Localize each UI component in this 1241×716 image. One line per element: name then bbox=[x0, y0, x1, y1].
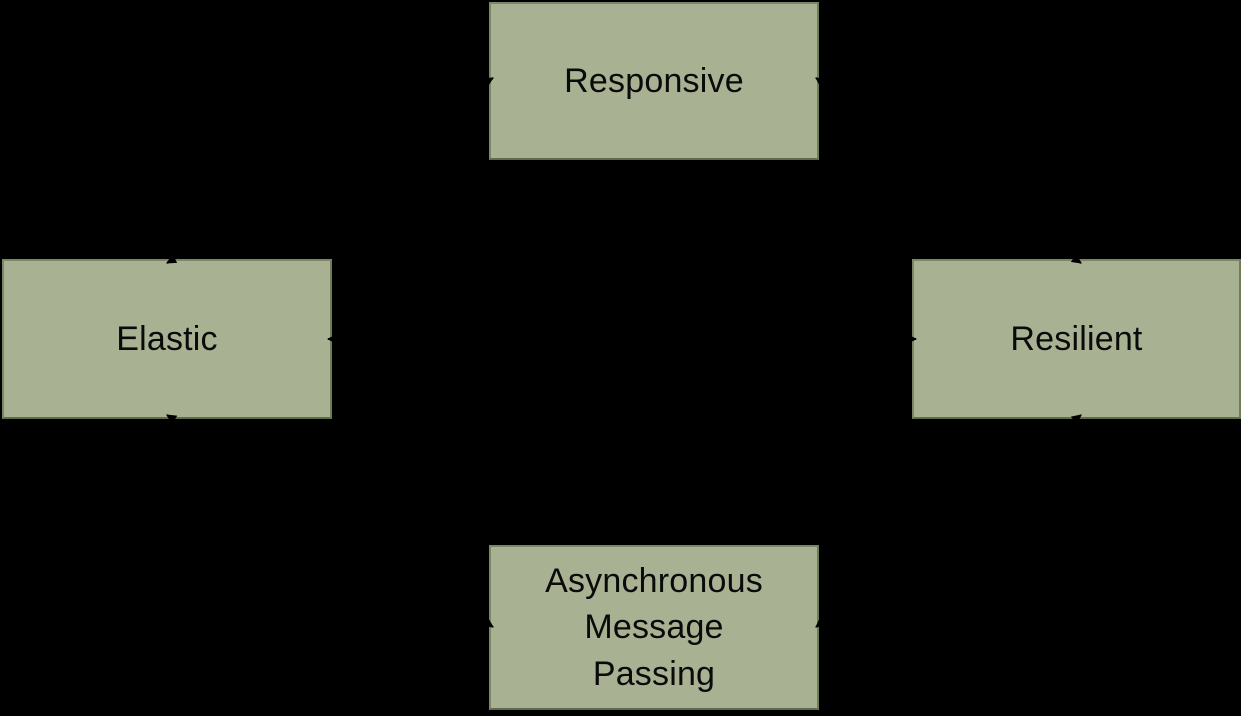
arrow-elastic-responsive bbox=[166, 77, 494, 264]
arrow-resilient-responsive bbox=[815, 77, 1082, 264]
node-elastic-label: Elastic bbox=[116, 319, 218, 358]
node-responsive: Responsive bbox=[489, 2, 819, 160]
node-responsive-label: Responsive bbox=[564, 61, 744, 100]
node-elastic: Elastic bbox=[2, 259, 332, 419]
node-resilient-label: Resilient bbox=[1010, 319, 1143, 358]
arrow-async-resilient bbox=[815, 414, 1082, 628]
node-async-message-passing-label: Asynchronous Message Passing bbox=[545, 562, 763, 693]
node-resilient: Resilient bbox=[912, 259, 1241, 419]
arrow-async-elastic bbox=[166, 414, 494, 628]
node-async-message-passing: Asynchronous Message Passing bbox=[489, 545, 819, 710]
